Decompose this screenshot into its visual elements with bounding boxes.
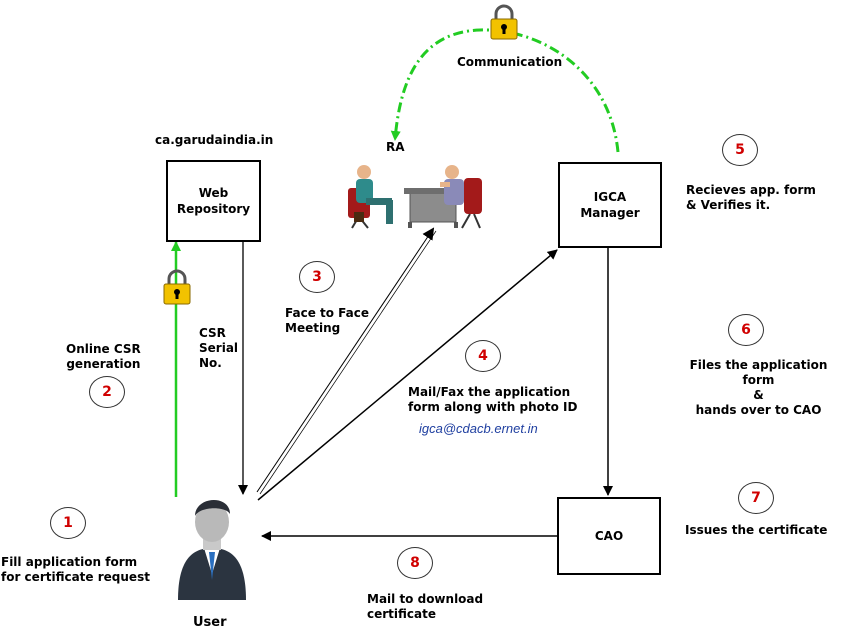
face-to-face-arrow-b — [259, 230, 437, 495]
email-address[interactable]: igca@cdacb.ernet.in — [419, 421, 538, 436]
face-to-face-arrow-a — [256, 227, 435, 493]
mail-fax-label: Mail/Fax the application form along with… — [408, 385, 578, 414]
igca-manager-label: IGCA Manager — [580, 190, 640, 220]
ra-label: RA — [386, 140, 405, 154]
step-2-badge: 2 — [89, 376, 125, 408]
web-repository-caption: ca.garudaindia.in — [155, 133, 274, 147]
step-7-text: Issues the certificate — [685, 523, 828, 537]
mail-fax-arrow — [257, 249, 558, 501]
step-5-text: Recieves app. form & Verifies it. — [686, 183, 816, 212]
web-repository-box[interactable]: Web Repository — [166, 160, 261, 242]
step-8-badge: 8 — [397, 547, 433, 579]
online-csr-label: Online CSR generation — [66, 342, 141, 371]
face-to-face-label: Face to Face Meeting — [285, 306, 370, 335]
step-5-badge: 5 — [722, 134, 758, 166]
step-7-badge: 7 — [738, 482, 774, 514]
user-avatar-icon — [178, 499, 246, 600]
step-1-text: Fill application form for certificate re… — [1, 555, 150, 584]
step-3-badge: 3 — [299, 261, 335, 293]
step-4-badge: 4 — [465, 340, 501, 372]
padlock-icon — [163, 269, 191, 305]
meeting-people-icon — [348, 165, 482, 229]
step-1-badge: 1 — [50, 507, 86, 539]
step-6-badge: 6 — [728, 314, 764, 346]
padlock-icon — [490, 4, 518, 40]
csr-serial-label: CSR Serial No. — [199, 326, 239, 370]
communication-arc — [390, 28, 620, 153]
web-repository-label: Web Repository — [176, 186, 251, 216]
step-6-text: Files the application form & hands over … — [689, 358, 828, 417]
user-label: User — [193, 615, 227, 630]
cao-label: CAO — [594, 529, 624, 543]
igca-manager-box[interactable]: IGCA Manager — [558, 162, 662, 248]
cao-box[interactable]: CAO — [557, 497, 661, 575]
communication-label: Communication — [457, 55, 563, 69]
mail-download-label: Mail to download certificate — [367, 592, 484, 621]
